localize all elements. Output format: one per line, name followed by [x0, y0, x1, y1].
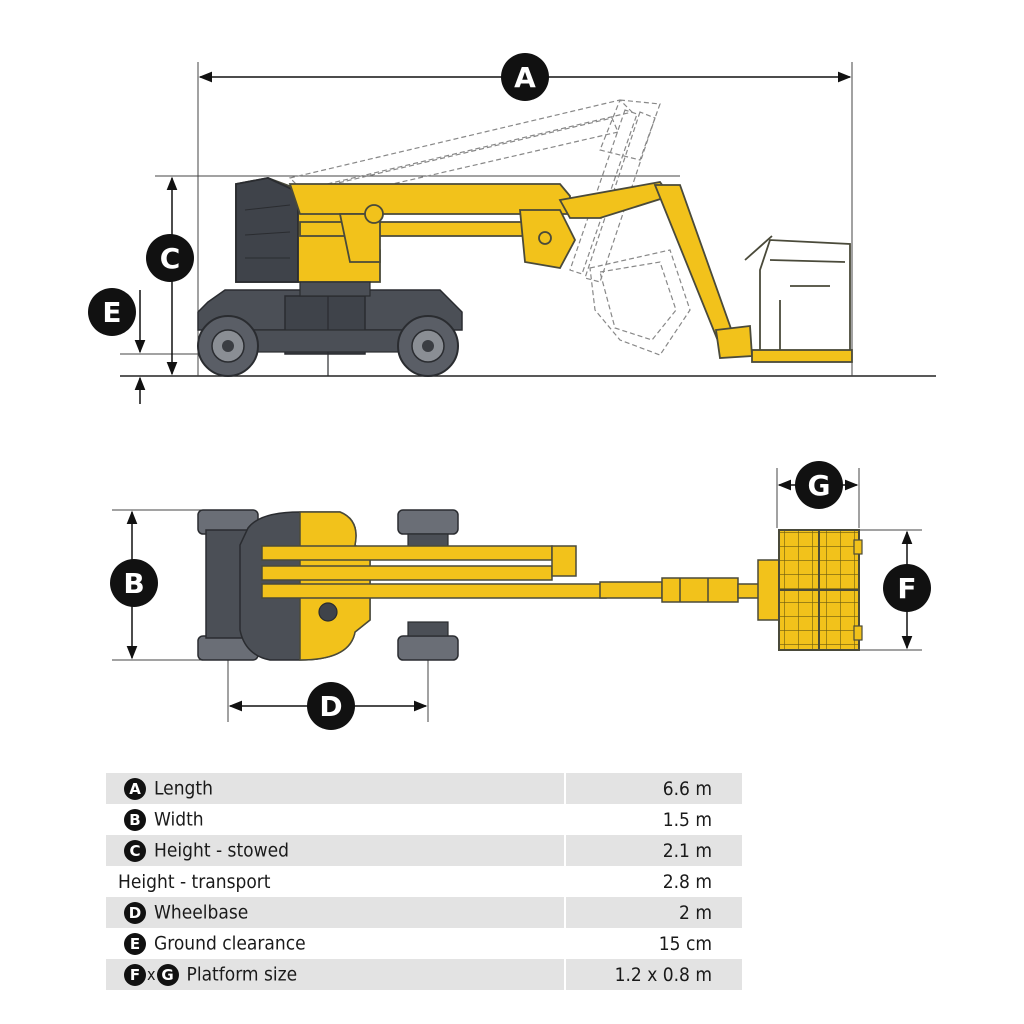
- spec-value: 6.6 m: [566, 773, 742, 804]
- boom-top: [261, 545, 781, 621]
- svg-text:F: F: [897, 572, 916, 605]
- spec-value: 2.8 m: [662, 870, 712, 893]
- marker-a: A: [501, 53, 549, 101]
- marker-badge-e: E: [124, 932, 146, 955]
- platform-top: [778, 529, 863, 651]
- wheel-side-rear: [197, 315, 259, 377]
- spec-row-length: A Length 6.6 m: [106, 773, 742, 804]
- spec-label: Wheelbase: [154, 901, 249, 924]
- spec-label: Platform size: [186, 963, 298, 986]
- svg-text:G: G: [808, 469, 831, 502]
- spec-label: Length: [154, 777, 213, 800]
- spec-row-height-stowed: C Height - stowed 2.1 m: [106, 835, 742, 866]
- spec-row-width: B Width 1.5 m: [106, 804, 742, 835]
- marker-badge-d: D: [124, 901, 146, 924]
- marker-badge-g: G: [156, 963, 179, 986]
- spec-label-cell: D Wheelbase: [106, 897, 564, 928]
- spec-row-wheelbase: D Wheelbase 2 m: [106, 897, 742, 928]
- spec-label-cell: C Height - stowed: [106, 835, 564, 866]
- marker-c: C: [146, 234, 194, 282]
- spec-table: A Length 6.6 m B Width 1.5 m C Height - sto…: [106, 773, 742, 990]
- marker-d: D: [307, 682, 355, 730]
- spec-label: Height - transport: [118, 870, 271, 893]
- svg-text:B: B: [123, 567, 144, 600]
- spec-row-ground-clearance: E Ground clearance 15 cm: [106, 928, 742, 959]
- side-view: [120, 62, 936, 404]
- svg-text:E: E: [102, 296, 121, 329]
- times-sign: x: [147, 965, 156, 985]
- svg-text:D: D: [319, 690, 342, 723]
- marker-badge-c: C: [124, 839, 146, 862]
- marker-badge-f: F: [124, 963, 146, 986]
- marker-g: G: [795, 461, 843, 509]
- spec-label: Height - stowed: [154, 839, 289, 862]
- spec-label: Width: [154, 808, 204, 831]
- spec-label: Ground clearance: [154, 932, 306, 955]
- spec-label-cell: E Ground clearance: [106, 928, 564, 959]
- svg-text:C: C: [160, 242, 181, 275]
- marker-badge-b: B: [124, 808, 146, 831]
- spec-value: 1.5 m: [662, 808, 712, 831]
- marker-b: B: [110, 559, 158, 607]
- spec-label-cell: Height - transport: [106, 866, 564, 897]
- wheel-side-front: [397, 315, 459, 377]
- top-view: [112, 468, 922, 722]
- platform-side: [744, 235, 853, 363]
- boom-side: [288, 181, 753, 359]
- chassis-side: [197, 289, 463, 376]
- marker-e: E: [88, 288, 136, 336]
- spec-label-cell: A Length: [106, 773, 564, 804]
- dimension-diagram: A C E B D G F: [88, 53, 936, 730]
- spec-value: 2 m: [566, 897, 742, 928]
- spec-value: 1.2 x 0.8 m: [566, 959, 742, 990]
- spec-value: 2.1 m: [566, 835, 742, 866]
- svg-text:A: A: [514, 61, 536, 94]
- marker-f: F: [883, 564, 931, 612]
- marker-badge-a: A: [124, 777, 146, 800]
- spec-value: 15 cm: [658, 932, 712, 955]
- spec-label-cell: B Width: [106, 804, 564, 835]
- spec-row-height-transport: Height - transport 2.8 m: [106, 866, 742, 897]
